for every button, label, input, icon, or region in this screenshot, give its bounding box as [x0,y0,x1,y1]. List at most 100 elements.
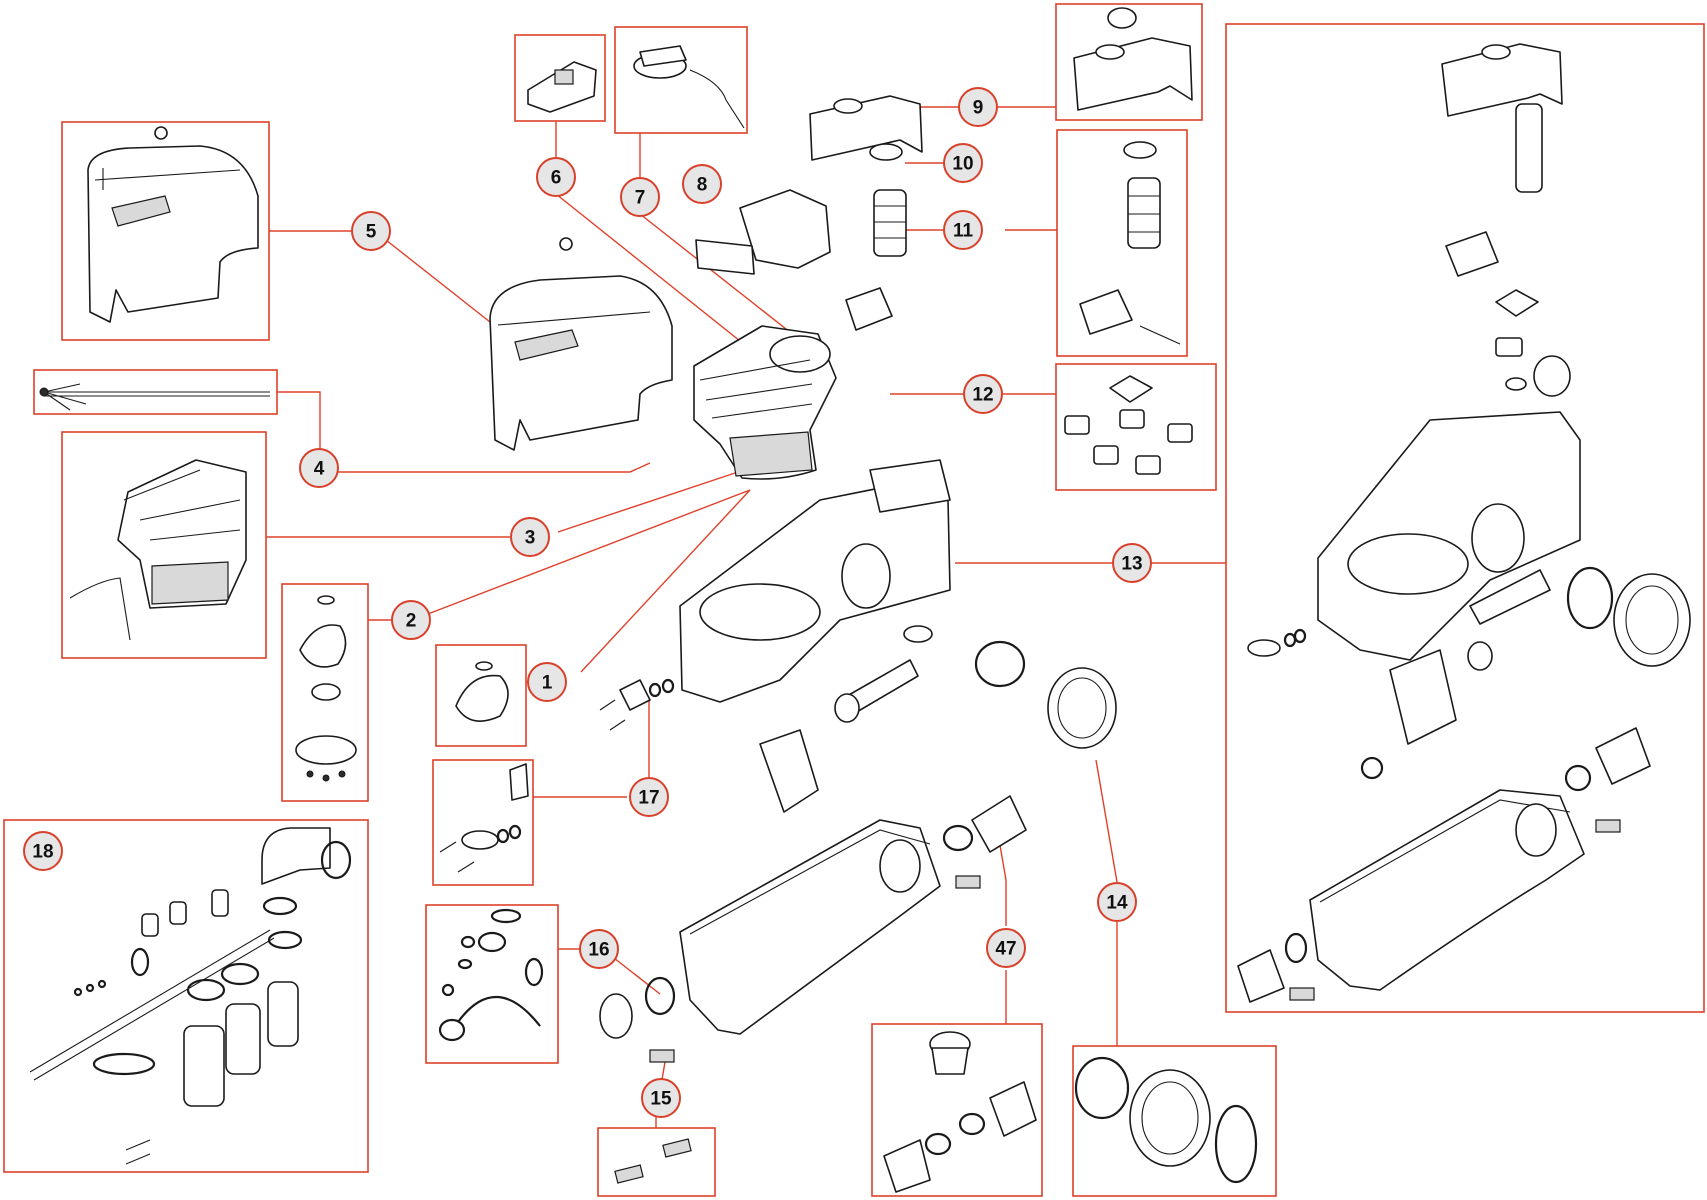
o-rings-detail-drawing [438,908,544,1042]
callout-circle [986,928,1026,968]
callout-7: 7 [620,177,660,217]
callout-circle [629,777,669,817]
callout-number: 17 [638,788,659,809]
clips-detail-drawing [614,1138,692,1184]
outlet-pipe-drawing [759,625,1026,813]
pressure-switch-detail-drawing [633,45,745,129]
detail-box-14 [1072,1045,1277,1197]
callout-6: 6 [536,157,576,197]
control-unit-drawing [695,189,831,275]
callout-number: 14 [1106,893,1128,914]
callout-15: 15 [641,1078,681,1118]
callout-circle [641,1078,681,1118]
callout-number: 47 [995,939,1016,960]
callout-number: 12 [972,385,993,406]
callout-number: 8 [697,175,708,196]
callout-number: 4 [314,459,325,480]
impeller-stack-detail-drawing [295,595,357,782]
callout-10: 10 [943,143,983,183]
detail-box-9 [1055,3,1203,121]
detail-box-7 [614,26,748,134]
detail-box-3 [61,431,267,659]
callout-4: 4 [299,448,339,488]
callout-14: 14 [1097,882,1137,922]
callout-number: 1 [542,673,553,694]
housing-detail-drawing [1237,43,1691,1003]
valve-detail-drawing [1079,141,1181,345]
detail-box-11 [1056,129,1188,357]
callout-circle [620,177,660,217]
callout-number: 9 [973,98,984,119]
cable-detail-drawing [39,383,270,411]
callout-1: 1 [527,662,567,702]
connector-drawing [942,795,1027,889]
callout-18: 18 [23,831,63,871]
callout-circle [391,600,431,640]
callout-number: 18 [32,842,53,863]
callout-2: 2 [391,600,431,640]
detail-box-47 [871,1023,1043,1197]
callout-number: 7 [635,188,646,209]
callout-number: 16 [588,940,609,961]
main-housing-drawing [679,459,951,703]
callout-number: 6 [551,168,562,189]
callout-8: 8 [682,164,722,204]
sensor-drawing [599,678,675,731]
callout-circle [943,210,983,250]
callout-number: 2 [406,611,417,632]
callout-16: 16 [579,929,619,969]
callout-number: 11 [953,221,974,242]
filter-pads-detail-drawing [1064,375,1193,475]
detail-box-6 [514,34,606,122]
detail-box-16 [425,904,559,1064]
motor-detail-drawing [69,459,247,641]
callout-circle [1112,543,1152,583]
detail-box-17 [432,759,534,886]
top-cover-drawing [809,7,1193,161]
callout-circle [351,211,391,251]
callout-circle [23,831,63,871]
callout-number: 5 [366,222,377,243]
callout-circle [943,143,983,183]
cover-detail-drawing [87,126,259,323]
callout-number: 3 [525,528,536,549]
callout-9: 9 [958,87,998,127]
pipe-kit-detail-drawing [29,827,352,1165]
detail-box-2 [281,583,369,802]
callout-number: 10 [952,154,973,175]
detail-box-1 [435,644,527,747]
callout-circle [510,517,550,557]
callout-3: 3 [510,517,550,557]
callout-circle [579,929,619,969]
callout-circle [963,374,1003,414]
callout-circle [527,662,567,702]
cover-drawing [489,237,673,451]
callout-5: 5 [351,211,391,251]
motor-assembly-drawing [693,325,837,480]
base-tray-drawing [679,819,941,1035]
callout-13: 13 [1112,543,1152,583]
callout-circle [1097,882,1137,922]
detail-box-12 [1055,363,1217,491]
callout-47: 47 [986,928,1026,968]
sensor-detail-drawing [439,763,529,873]
callout-12: 12 [963,374,1003,414]
bellows-drawing [1047,667,1117,749]
callout-number: 13 [1121,554,1142,575]
callout-circle [536,157,576,197]
connector-detail-drawing [883,1031,1037,1193]
board-detail-drawing [527,61,597,113]
callout-17: 17 [629,777,669,817]
impeller-detail-drawing [455,661,509,722]
detail-box-18 [3,819,369,1173]
valve-stack-drawing [845,143,907,331]
detail-box-13 [1225,23,1705,1013]
detail-box-15 [597,1127,716,1197]
bellows-detail-drawing [1074,1056,1258,1184]
callout-circle [299,448,339,488]
callout-circle [682,164,722,204]
callout-number: 15 [650,1089,672,1110]
